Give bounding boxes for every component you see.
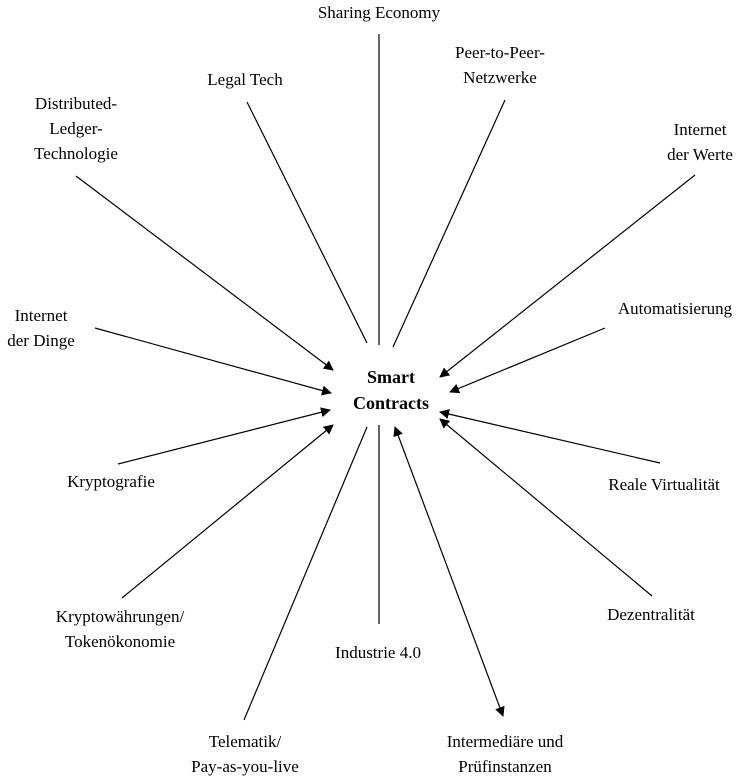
node-label-line: Reale Virtualität	[608, 475, 720, 494]
node-automatisierung: Automatisierung	[618, 296, 732, 321]
node-label-line: Technologie	[34, 144, 118, 163]
node-label-line: Prüfinstanzen	[458, 757, 552, 776]
node-label-line: Peer-to-Peer-	[455, 43, 545, 62]
node-telematik: Telematik/Pay-as-you-live	[191, 729, 299, 779]
center-line-1: Smart	[366, 367, 415, 387]
edge-automatisierung	[449, 327, 606, 394]
node-label-line: Automatisierung	[617, 299, 733, 318]
node-distributed-ledger: Distributed- Ledger- Technologie	[34, 91, 118, 166]
edge-telematik	[243, 426, 368, 721]
node-industrie-4-0: Industrie 4.0	[335, 640, 421, 665]
center-line-2: Contracts	[353, 393, 429, 413]
edge-kryptowaehrungen	[121, 424, 334, 599]
node-label-line: Kryptowährungen/	[55, 607, 185, 626]
node-peer-to-peer: Peer-to-Peer- Netzwerke	[455, 40, 545, 90]
edge-kryptografie	[117, 407, 331, 465]
node-label-line: Intermediäre und	[446, 732, 564, 751]
edge-legal-tech	[246, 101, 368, 344]
node-reale-virtualitaet: Reale Virtualität	[608, 472, 720, 497]
edge-peer-to-peer	[392, 99, 506, 348]
node-internet-der-dinge: Internet der Dinge	[7, 303, 75, 353]
edge-internet-der-dinge	[94, 327, 332, 396]
node-label-line: Internet	[14, 306, 68, 325]
node-label-line: Internet	[673, 120, 727, 139]
node-label-line: der Werte	[667, 145, 733, 164]
edge-distributed-ledger	[75, 175, 334, 371]
node-label-line: Telematik/	[208, 732, 282, 751]
node-label-line: Legal Tech	[207, 70, 283, 89]
node-label-line: Dezentralität	[607, 605, 695, 624]
node-label-line: der Dinge	[7, 331, 75, 350]
node-internet-der-werte: Internet der Werte	[667, 117, 733, 167]
node-kryptografie: Kryptografie	[67, 469, 155, 494]
edge-reale-virtualitaet	[439, 409, 661, 464]
node-kryptowaehrungen: Kryptowährungen/Tokenökonomie	[56, 604, 184, 654]
node-label-line: Distributed-	[34, 94, 118, 113]
node-dezentralitaet: Dezentralität	[607, 602, 695, 627]
node-label-line: Netzwerke	[463, 68, 537, 87]
node-label-line: Ledger-	[49, 119, 103, 138]
node-sharing-economy: Sharing Economy	[318, 0, 440, 25]
node-label-line: Pay-as-you-live	[191, 757, 299, 776]
node-label-line: Sharing Economy	[317, 3, 441, 22]
node-label-line: Tokenökonomie	[64, 632, 176, 651]
node-label-line: Industrie 4.0	[335, 643, 421, 662]
center-node-smart-contracts: Smart Contracts	[353, 364, 429, 416]
node-legal-tech: Legal Tech	[207, 67, 282, 92]
edge-internet-der-werte	[439, 174, 696, 378]
edge-intermediaere	[393, 426, 505, 717]
edge-group	[75, 34, 696, 721]
node-label-line: Kryptografie	[67, 472, 155, 491]
edge-dezentralitaet	[439, 418, 653, 597]
